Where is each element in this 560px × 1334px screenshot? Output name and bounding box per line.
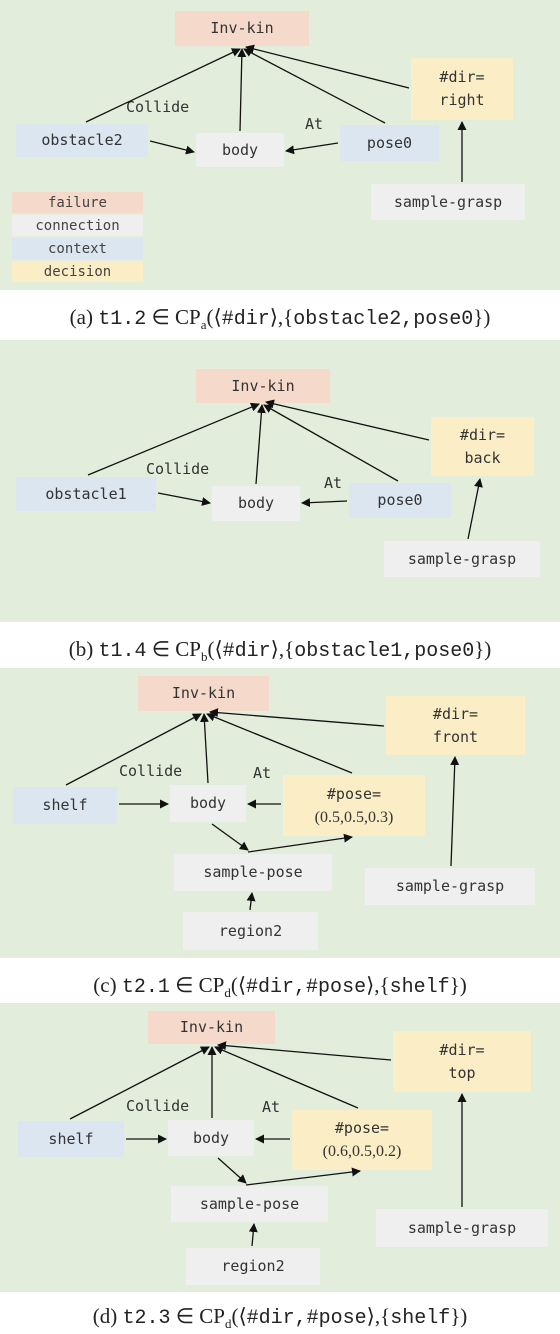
inv-kin-node: Inv-kin (148, 1011, 275, 1044)
dir-line-1: #dir= (459, 425, 506, 444)
region-node: region2 (186, 1248, 320, 1285)
dir-decision-node: #dir= front (386, 696, 525, 755)
region-node: region2 (183, 912, 318, 950)
pose-line-2: (0.5,0.5,0.3) (314, 808, 394, 826)
body-node: body (196, 133, 284, 167)
at-edge-label: At (253, 764, 272, 782)
sample-grasp-node: sample-grasp (376, 1209, 548, 1247)
dir-line-1: #dir= (439, 68, 485, 86)
pose-line-1: #pose= (326, 784, 382, 803)
collide-edge-label: Collide (119, 762, 183, 780)
legend-failure: failure (12, 192, 143, 213)
shelf-node: shelf (18, 1121, 124, 1157)
caption-b: (b) t1.4 ∈ CPb(⟨#dir⟩,{obstacle1,pose0}) (68, 637, 492, 665)
at-edge-label: At (305, 115, 324, 133)
dir-line-1: #dir= (432, 704, 479, 723)
dir-decision-node: #dir= top (393, 1031, 531, 1092)
collide-edge-label: Collide (126, 98, 190, 116)
dir-decision-node: #dir= right (411, 58, 513, 120)
pose-decision-node: #pose= (0.6,0.5,0.2) (292, 1110, 432, 1170)
obstacle-node: obstacle2 (16, 124, 148, 157)
pose-line-2: (0.6,0.5,0.2) (322, 1143, 402, 1160)
dir-decision-node: #dir= back (431, 417, 534, 476)
body-node: body (212, 486, 300, 521)
caption-c: (c) t2.1 ∈ CPd(⟨#dir,#pose⟩,{shelf}) (93, 973, 467, 1001)
sample-grasp-node: sample-grasp (384, 541, 540, 577)
pose-node: pose0 (349, 483, 451, 518)
obstacle-node: obstacle1 (16, 477, 156, 511)
caption-a: (a) t1.2 ∈ CPa(⟨#dir⟩,{obstacle2,pose0}) (69, 305, 491, 333)
sample-grasp-node: sample-grasp (371, 184, 525, 220)
legend-context: context (12, 238, 143, 259)
collide-edge-label: Collide (146, 460, 210, 478)
at-edge-label: At (324, 474, 343, 492)
dir-line-2: front (432, 727, 479, 746)
sample-pose-node: sample-pose (171, 1186, 328, 1222)
pose-line-1: #pose= (334, 1119, 390, 1137)
pose-decision-node: #pose= (0.5,0.5,0.3) (283, 775, 425, 836)
sample-pose-node: sample-pose (174, 854, 332, 891)
dir-line-1: #dir= (439, 1040, 485, 1059)
caption-d: (d) t2.3 ∈ CPd(⟨#dir,#pose⟩,{shelf}) (92, 1304, 468, 1332)
inv-kin-node: Inv-kin (196, 369, 330, 403)
dir-line-2: top (448, 1063, 476, 1082)
dir-line-2: back (464, 448, 501, 467)
dir-line-2: right (439, 91, 485, 109)
sample-grasp-node: sample-grasp (365, 868, 535, 905)
inv-kin-node: Inv-kin (138, 676, 269, 711)
body-node: body (170, 785, 246, 822)
collide-edge-label: Collide (126, 1097, 190, 1115)
pose-node: pose0 (340, 125, 439, 161)
at-edge-label: At (262, 1098, 281, 1116)
body-node: body (168, 1120, 254, 1156)
inv-kin-node: Inv-kin (175, 11, 309, 46)
shelf-node: shelf (13, 787, 117, 824)
legend-decision: decision (12, 261, 143, 282)
legend-connection: connection (12, 215, 143, 236)
